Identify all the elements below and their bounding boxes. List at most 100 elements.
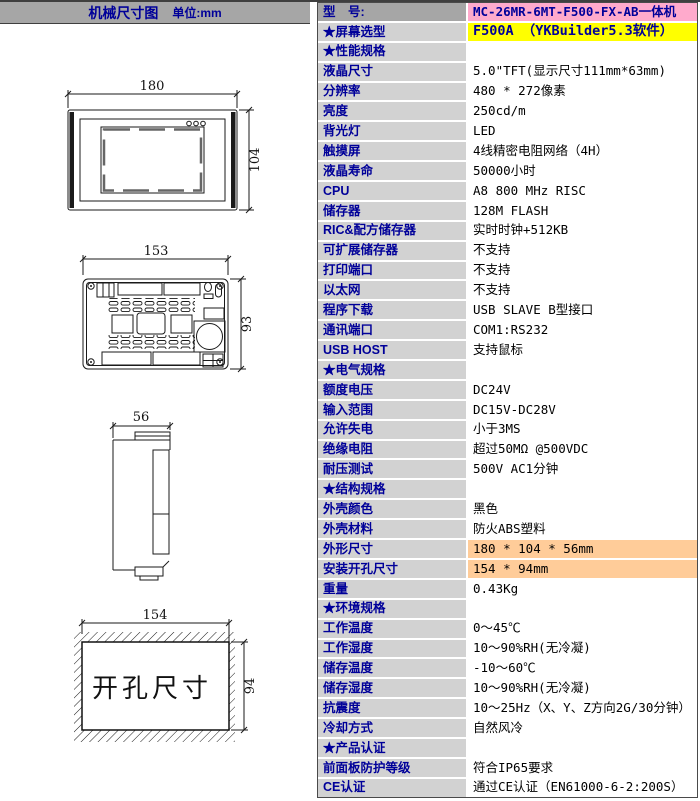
spec-row-value: 10～90%RH(无冷凝) — [468, 639, 697, 658]
spec-row-value: 实时时钟+512KB — [468, 221, 697, 240]
front-view-dimension-width: 180 — [64, 79, 241, 108]
spec-row-label: 以太网 — [318, 281, 466, 300]
spec-row-value: 180 * 104 * 56mm — [468, 540, 697, 558]
spec-row-label: 储存器 — [318, 201, 466, 220]
mechanical-dimensions-title: 机械尺寸图 — [88, 4, 159, 21]
side-view-body — [112, 431, 171, 581]
rear-view-drawing: 153 — [79, 244, 255, 373]
spec-row-label: 通讯端口 — [318, 321, 466, 340]
spec-row-value: 10～25Hz（X、Y、Z方向2G/30分钟） — [468, 699, 697, 718]
spec-row-label: 储存湿度 — [318, 679, 466, 698]
spec-row-label: 安装开孔尺寸 — [318, 559, 466, 578]
spec-row-value: -10～60℃ — [468, 659, 697, 678]
spec-row-label: 型 号: — [318, 3, 466, 21]
svg-text:153: 153 — [144, 244, 169, 259]
spec-row-label: 工作湿度 — [318, 639, 466, 658]
spec-row-label: ★性能规格 — [318, 42, 466, 61]
spec-row-label: 背光灯 — [318, 122, 466, 141]
spec-row-value: 防火ABS塑料 — [468, 520, 697, 539]
spec-row-label: 额度电压 — [318, 380, 466, 399]
svg-text:开孔尺寸: 开孔尺寸 — [92, 673, 212, 703]
spec-row-label: RIC&配方储存器 — [318, 221, 466, 240]
spec-row-label: CPU — [318, 182, 466, 200]
spec-row-label: 触摸屏 — [318, 142, 466, 161]
mechanical-dimensions-header: 机械尺寸图 单位:mm — [0, 2, 310, 24]
spec-row-value: 500V AC1分钟 — [468, 460, 697, 479]
svg-text:180: 180 — [140, 79, 165, 94]
rear-view-dimension-height: 93 — [230, 275, 255, 373]
spec-row-value: 128M FLASH — [468, 201, 697, 220]
unit-label: 单位:mm — [172, 6, 222, 20]
spec-row-label: ★产品认证 — [318, 738, 466, 757]
spec-row-value: DC24V — [468, 380, 697, 399]
spec-row-label: 输入范围 — [318, 400, 466, 419]
spec-row-label: 绝缘电阻 — [318, 440, 466, 459]
spec-row-label: 可扩展储存器 — [318, 241, 466, 260]
spec-row-value — [468, 361, 697, 379]
spec-row-value: 154 * 94mm — [468, 559, 697, 578]
spec-row-value: 0.43Kg — [468, 579, 697, 598]
spec-row-value: 小于3MS — [468, 420, 697, 439]
spec-row-value — [468, 738, 697, 757]
side-view-dimension-depth: 56 — [109, 410, 174, 438]
spec-row-label: 液晶尺寸 — [318, 62, 466, 81]
spec-row-label: 储存温度 — [318, 659, 466, 678]
spec-row-value: LED — [468, 122, 697, 141]
svg-text:154: 154 — [143, 608, 168, 623]
spec-row-value: 支持鼠标 — [468, 341, 697, 360]
spec-row-label: 亮度 — [318, 102, 466, 121]
spec-row-label: 允许失电 — [318, 420, 466, 439]
spec-row-label: ★环境规格 — [318, 599, 466, 618]
spec-row-value: 符合IP65要求 — [468, 758, 697, 777]
spec-row-value: COM1:RS232 — [468, 321, 697, 340]
cutout-dimension-height: 94 — [231, 638, 258, 734]
spec-row-value: DC15V-DC28V — [468, 400, 697, 419]
spec-row-value: 自然风冷 — [468, 719, 697, 737]
spec-row-label: 液晶寿命 — [318, 162, 466, 181]
spec-row-value: F500A （YKBuilder5.3软件） — [468, 22, 697, 41]
spec-row-value — [468, 599, 697, 618]
rear-view-dimension-width: 153 — [79, 244, 232, 275]
spec-row-label: 外壳颜色 — [318, 500, 466, 519]
spec-row-value: 0～45℃ — [468, 619, 697, 638]
spec-row-label: USB HOST — [318, 341, 466, 360]
spec-row-label: 重量 — [318, 579, 466, 598]
front-view-dimension-height: 104 — [239, 106, 263, 214]
svg-text:94: 94 — [243, 678, 258, 695]
spec-row-value: 480 * 272像素 — [468, 82, 697, 101]
spec-row-label: ★屏幕选型 — [318, 22, 466, 41]
front-view-body — [67, 109, 238, 211]
spec-row-value: 不支持 — [468, 281, 697, 300]
spec-row-value: 黑色 — [468, 500, 697, 519]
spec-row-value: 5.0"TFT(显示尺寸111mm*63mm) — [468, 62, 697, 81]
spec-row-label: 工作温度 — [318, 619, 466, 638]
cutout-body: 开孔尺寸 — [74, 632, 235, 742]
spec-row-label: 外壳材料 — [318, 520, 466, 539]
spec-row-label: 抗震度 — [318, 699, 466, 718]
spec-row-value — [468, 42, 697, 61]
spec-row-value: 10～90%RH(无冷凝) — [468, 679, 697, 698]
side-view-drawing: 56 — [109, 410, 174, 581]
spec-row-value: USB SLAVE B型接口 — [468, 301, 697, 320]
spec-row-label: 程序下载 — [318, 301, 466, 320]
spec-row-label: 冷却方式 — [318, 719, 466, 737]
spec-row-value: 4线精密电阻网络（4H） — [468, 142, 697, 161]
spec-row-value: 超过50MΩ @500VDC — [468, 440, 697, 459]
spec-row-value: 250cd/m — [468, 102, 697, 121]
spec-row-label: ★结构规格 — [318, 480, 466, 499]
spec-row-label: 耐压测试 — [318, 460, 466, 479]
spec-row-value: MC-26MR-6MT-F500-FX-AB一体机 — [468, 3, 697, 21]
spec-row-value: 50000小时 — [468, 162, 697, 181]
svg-text:93: 93 — [240, 316, 255, 333]
spec-row-label: ★电气规格 — [318, 361, 466, 379]
spec-row-label: 前面板防护等级 — [318, 758, 466, 777]
spec-row-value: A8 800 MHz RISC — [468, 182, 697, 200]
spec-row-label: 分辨率 — [318, 82, 466, 101]
spec-row-value — [468, 480, 697, 499]
front-view-drawing: 180 104 — [64, 79, 263, 214]
cutout-drawing: 154 开孔尺寸 94 — [74, 608, 258, 742]
rear-view-body — [82, 278, 229, 370]
svg-text:104: 104 — [248, 148, 263, 173]
